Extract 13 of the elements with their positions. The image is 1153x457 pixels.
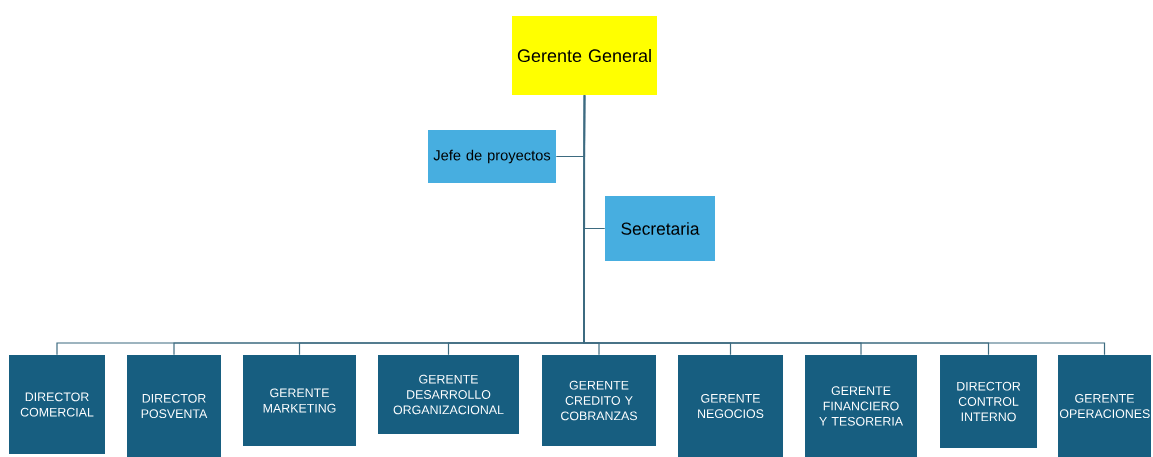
department-box: GERENTE MARKETING (243, 355, 356, 446)
staff-box: Secretaria (605, 196, 715, 261)
department-box: GERENTE NEGOCIOS (678, 355, 783, 457)
department-box: GERENTE FINANCIERO Y TESORERIA (805, 355, 917, 457)
department-box: GERENTE CREDITO Y COBRANZAS (542, 355, 656, 446)
connector-line (583, 94, 1106, 356)
department-box: DIRECTOR COMERCIAL (9, 355, 105, 454)
department-box: GERENTE DESARROLLO ORGANIZACIONAL (378, 355, 519, 434)
department-box: GERENTE OPERACIONES (1058, 355, 1151, 457)
staff-box: Jefe de proyectos (428, 130, 556, 183)
department-box: DIRECTOR CONTROL INTERNO (940, 355, 1037, 448)
department-box: DIRECTOR POSVENTA (127, 355, 221, 457)
chief-box: Gerente General (512, 16, 657, 95)
